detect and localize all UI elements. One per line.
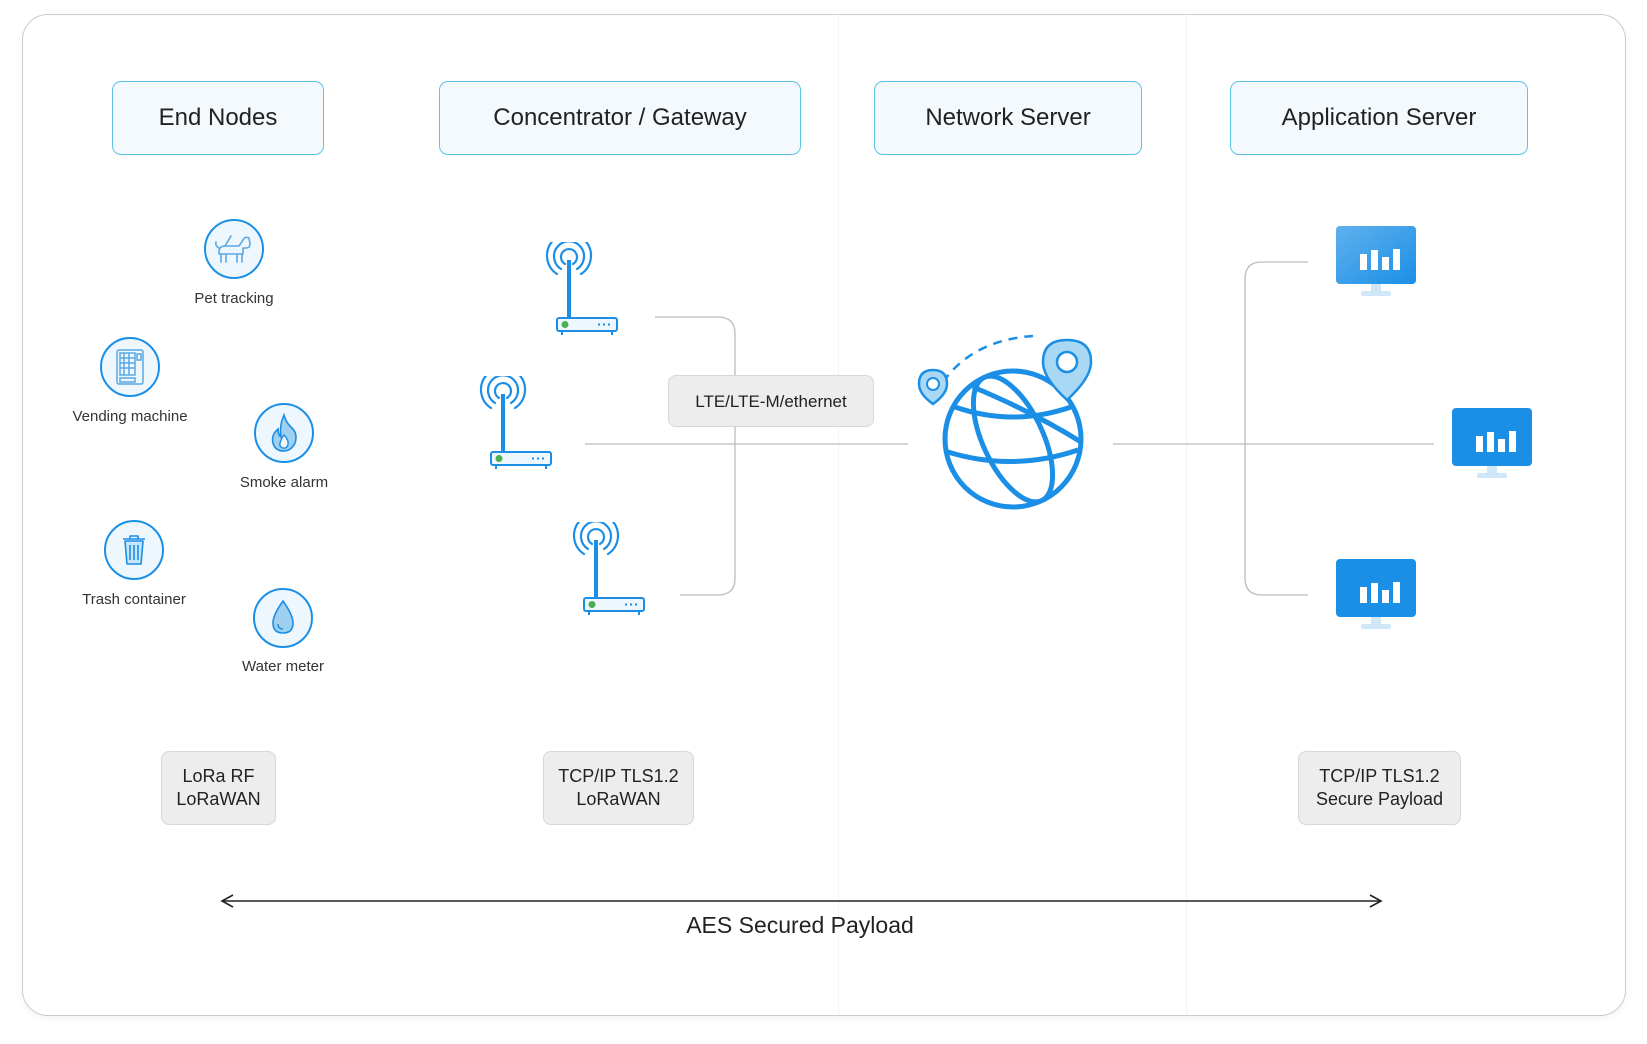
antenna-router-icon <box>545 242 618 335</box>
header-network-server: Network Server <box>874 81 1142 155</box>
column-divider <box>838 14 839 1014</box>
header-end-nodes: End Nodes <box>112 81 324 155</box>
app-bracket <box>1244 261 1308 596</box>
end-node-label: Pet tracking <box>194 290 274 307</box>
header-label: Application Server <box>1281 104 1477 131</box>
end-node-label: Water meter <box>242 658 324 675</box>
header-gateway: Concentrator / Gateway <box>439 81 801 155</box>
antenna-router-icon <box>479 376 552 469</box>
diagram-frame <box>22 14 1626 1016</box>
header-application-server: Application Server <box>1230 81 1528 155</box>
column-divider <box>1186 14 1187 1014</box>
trash-can-icon <box>104 520 164 580</box>
gateway-bracket <box>655 316 736 596</box>
protocol-line: LoRaWAN <box>576 789 661 809</box>
aes-arrow <box>220 894 1383 908</box>
monitor-chart-icon <box>1336 559 1416 629</box>
protocol-line: TCP/IP TLS1.2 <box>558 766 679 786</box>
monitor-chart-icon <box>1336 226 1416 296</box>
protocol-line: LoRaWAN <box>176 789 261 809</box>
aes-label: AES Secured Payload <box>686 912 914 938</box>
protocol-lora-pill: LoRa RF LoRaWAN <box>161 751 276 825</box>
vending-machine-icon <box>100 337 160 397</box>
end-node-label: Trash container <box>82 591 186 608</box>
link-label-pill: LTE/LTE-M/ethernet <box>668 375 874 427</box>
protocol-gateway-pill: TCP/IP TLS1.2 LoRaWAN <box>543 751 694 825</box>
end-node-label: Smoke alarm <box>239 474 329 491</box>
protocol-line: TCP/IP TLS1.2 <box>1319 766 1440 786</box>
header-label: Network Server <box>925 104 1091 131</box>
monitor-chart-icon <box>1452 408 1532 478</box>
flame-icon <box>254 403 314 463</box>
location-pin-icon <box>917 368 949 406</box>
dog-icon <box>204 219 264 279</box>
location-pin-icon <box>1041 338 1093 402</box>
header-label: Concentrator / Gateway <box>493 104 747 131</box>
protocol-line: LoRa RF <box>182 766 255 786</box>
end-node-label: Vending machine <box>72 408 188 425</box>
water-drop-icon <box>253 588 313 648</box>
header-label: End Nodes <box>158 104 278 131</box>
protocol-line: Secure Payload <box>1315 789 1444 809</box>
protocol-app-pill: TCP/IP TLS1.2 Secure Payload <box>1298 751 1461 825</box>
antenna-router-icon <box>572 522 645 615</box>
link-label: LTE/LTE-M/ethernet <box>695 391 847 411</box>
globe-icon <box>917 334 1093 510</box>
